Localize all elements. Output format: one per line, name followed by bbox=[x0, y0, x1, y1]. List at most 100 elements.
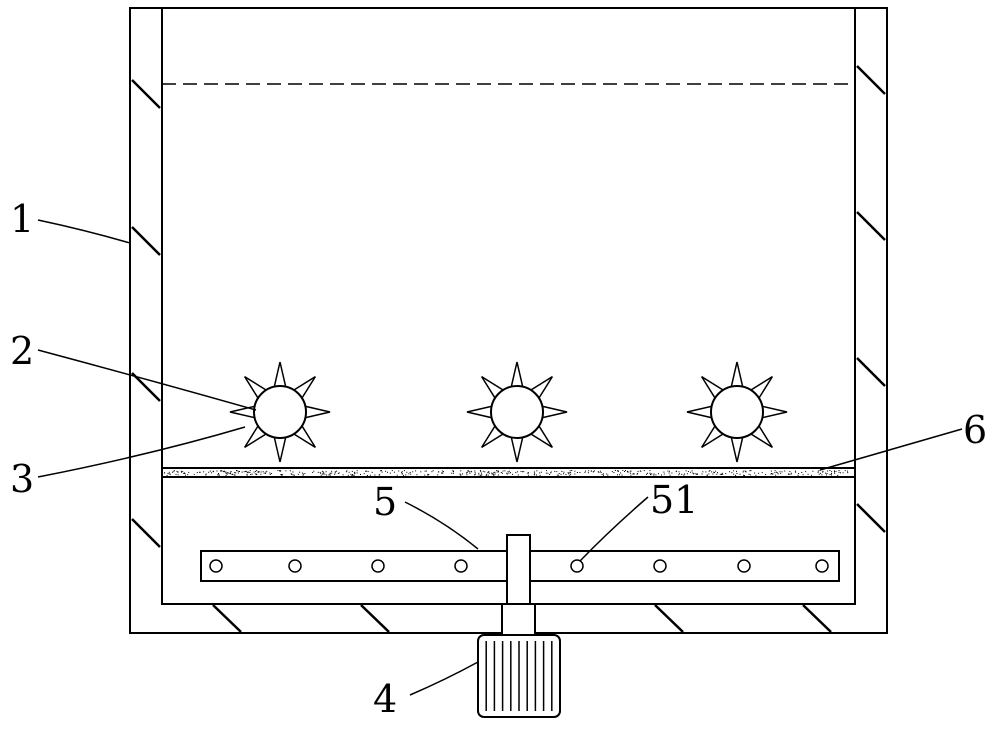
screen-speck bbox=[494, 473, 496, 475]
bar-hole bbox=[209, 559, 223, 573]
screen-speck bbox=[775, 474, 777, 476]
screen-speck bbox=[493, 474, 495, 476]
screen-speck bbox=[822, 470, 824, 472]
screen-speck bbox=[707, 474, 708, 476]
screen-speck bbox=[346, 470, 348, 472]
screen-speck bbox=[611, 471, 613, 473]
screen-speck bbox=[630, 470, 632, 472]
screen-speck bbox=[770, 473, 772, 475]
screen-speck bbox=[831, 474, 832, 476]
screen-speck bbox=[742, 471, 744, 473]
screen-speck bbox=[506, 472, 508, 474]
screen-speck bbox=[556, 474, 558, 476]
screen-speck bbox=[441, 472, 442, 474]
screen-speck bbox=[716, 473, 718, 475]
screen-speck bbox=[331, 472, 333, 474]
screen-speck bbox=[822, 471, 824, 473]
screen-speck bbox=[381, 471, 383, 473]
screen-speck bbox=[350, 473, 352, 475]
screen-speck bbox=[684, 473, 686, 475]
screen-speck bbox=[847, 472, 849, 474]
screen-speck bbox=[678, 473, 680, 475]
screen-speck bbox=[678, 471, 680, 473]
screen-speck bbox=[838, 471, 840, 473]
screen-speck bbox=[765, 474, 767, 476]
screen-speck bbox=[712, 473, 714, 475]
screen-speck bbox=[733, 473, 735, 475]
screen-speck bbox=[691, 470, 693, 472]
screen-speck bbox=[536, 470, 538, 472]
screen-speck bbox=[246, 474, 248, 476]
screen-speck bbox=[770, 470, 772, 472]
motor-fins bbox=[485, 641, 553, 711]
screen-speck bbox=[568, 472, 570, 474]
bar-hole bbox=[454, 559, 468, 573]
screen-speck bbox=[758, 472, 760, 474]
screen-speck bbox=[798, 473, 800, 475]
screen-speck bbox=[467, 470, 469, 472]
screen-speck bbox=[739, 473, 741, 475]
screen-speck bbox=[337, 473, 339, 474]
screen-speck bbox=[247, 472, 249, 474]
screen-speck bbox=[474, 472, 476, 474]
screen-speck bbox=[224, 471, 226, 473]
screen-speck bbox=[630, 474, 632, 476]
screen-speck bbox=[614, 470, 616, 471]
rotor-group bbox=[229, 361, 788, 463]
screen-speck bbox=[776, 472, 778, 474]
screen-speck bbox=[536, 474, 537, 476]
leader-line-2 bbox=[37, 349, 257, 411]
screen-speck bbox=[512, 473, 513, 475]
screen-speck bbox=[681, 473, 683, 475]
screen-speck bbox=[821, 474, 823, 476]
screen-speck bbox=[696, 473, 698, 475]
screen-speck bbox=[459, 473, 461, 475]
screen-speck bbox=[722, 473, 724, 475]
screen-speck bbox=[425, 470, 427, 472]
screen-speck bbox=[683, 474, 685, 476]
screen-speck bbox=[574, 470, 576, 472]
screen-speck bbox=[297, 473, 299, 475]
screen-speck bbox=[352, 474, 354, 475]
screen-speck bbox=[234, 474, 236, 476]
screen-speck bbox=[328, 474, 330, 476]
screen-speck bbox=[227, 472, 229, 474]
screen-speck bbox=[690, 471, 692, 473]
screen-speck bbox=[570, 472, 572, 474]
screen-speck bbox=[667, 470, 669, 472]
bar-hole bbox=[737, 559, 751, 573]
screen-speck bbox=[279, 470, 281, 472]
screen-speck bbox=[378, 474, 380, 476]
screen-speck bbox=[826, 474, 827, 476]
screen-speck bbox=[837, 474, 839, 476]
screen-speck bbox=[624, 471, 625, 472]
screen-speck bbox=[265, 472, 267, 474]
callout-label-5: 5 bbox=[373, 480, 397, 524]
screen-speck bbox=[627, 470, 628, 472]
screen-speck bbox=[424, 470, 426, 472]
screen-speck bbox=[592, 471, 594, 473]
screen-speck bbox=[487, 472, 489, 474]
screen-speck bbox=[387, 471, 388, 473]
screen-speck bbox=[651, 473, 653, 475]
screen-speck bbox=[236, 470, 237, 472]
screen-speck bbox=[735, 474, 736, 476]
screen-speck bbox=[371, 471, 373, 473]
screen-speck bbox=[177, 471, 179, 473]
screen-speck bbox=[257, 471, 259, 473]
screen-speck bbox=[620, 472, 622, 474]
screen-texture bbox=[164, 470, 849, 476]
screen-speck bbox=[527, 472, 529, 474]
screen-speck bbox=[743, 470, 745, 472]
screen-speck bbox=[334, 472, 336, 474]
screen-speck bbox=[462, 473, 463, 475]
screen-speck bbox=[601, 474, 603, 476]
spike bbox=[303, 405, 331, 419]
screen-speck bbox=[209, 470, 211, 472]
screen-speck bbox=[243, 471, 245, 473]
screen-speck bbox=[281, 474, 283, 476]
screen-speck bbox=[520, 470, 522, 472]
screen-speck bbox=[507, 471, 509, 473]
callout-label-6: 6 bbox=[963, 408, 987, 452]
screen-speck bbox=[784, 470, 786, 472]
